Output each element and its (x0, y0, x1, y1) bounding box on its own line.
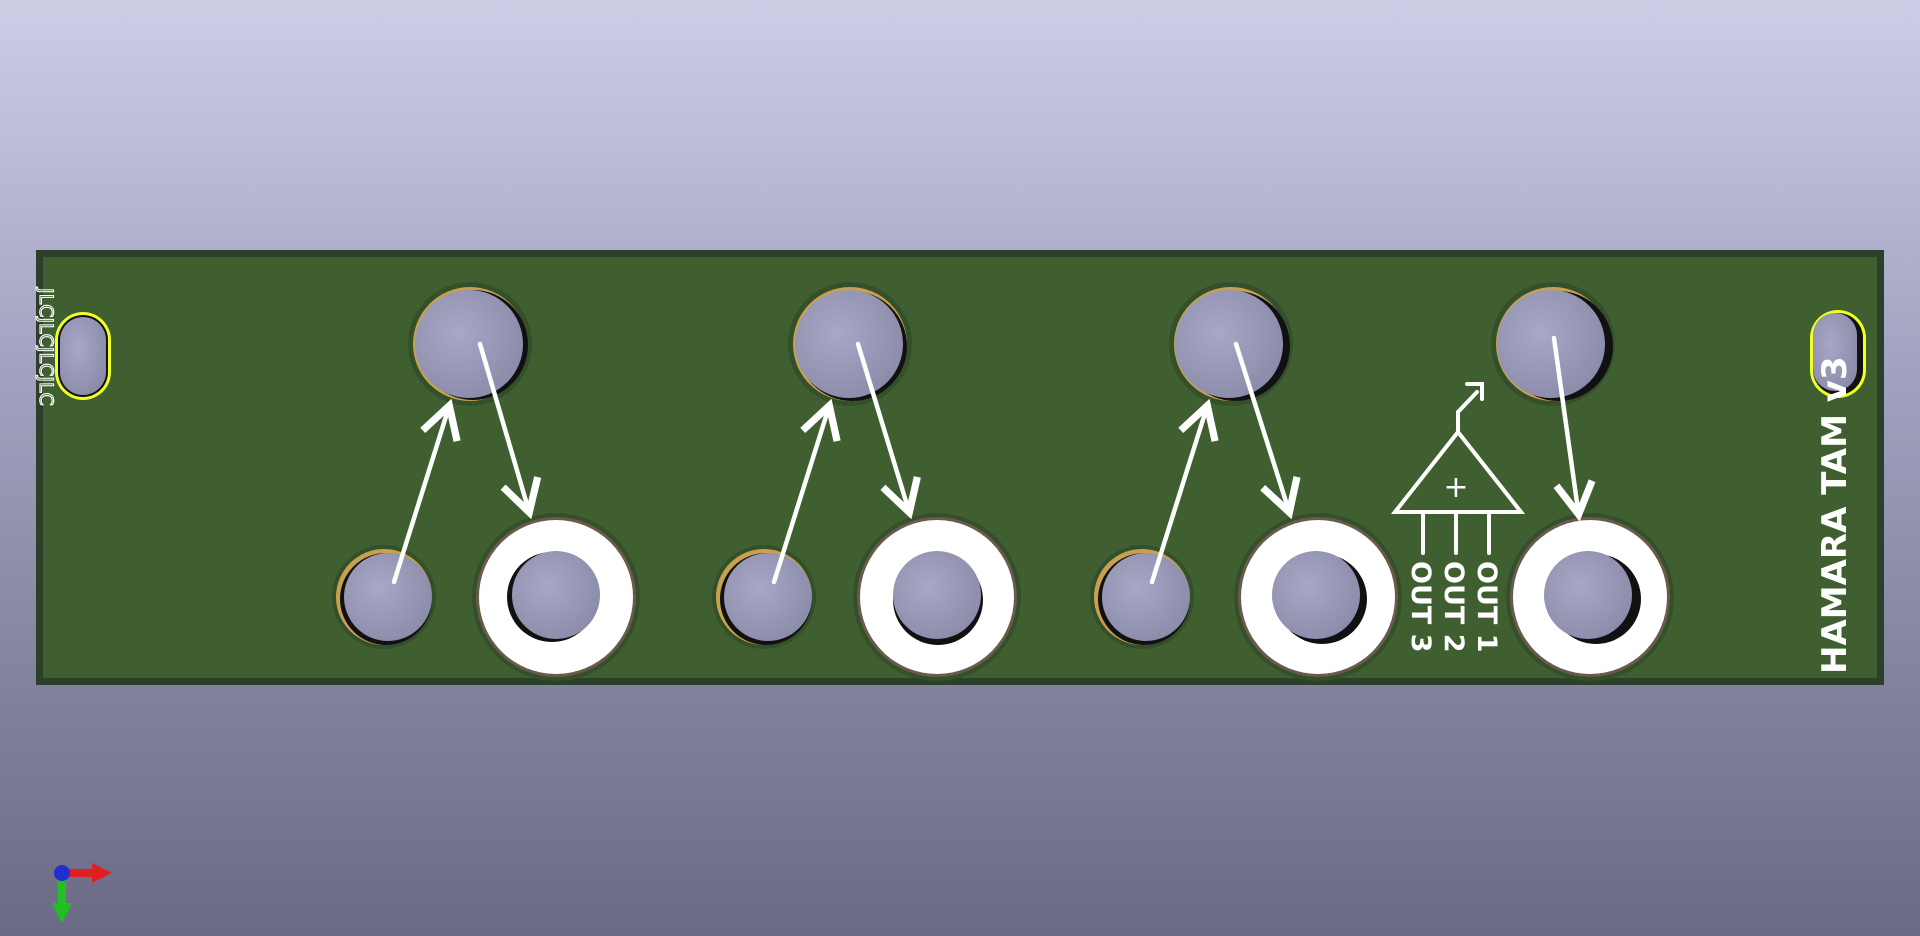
y-axis-arrow (52, 873, 72, 923)
jack-pad (1234, 513, 1402, 681)
axis-gizmo[interactable] (52, 863, 112, 923)
mounting-slot-left (55, 312, 111, 400)
pot-hole (1169, 282, 1293, 406)
led-hole (712, 545, 816, 649)
out-label-3: OUT 3 (1405, 561, 1436, 652)
mounting-slot-right (1810, 310, 1866, 398)
signal-arrows (391, 335, 1596, 585)
out-label-2: OUT 2 (1438, 561, 1469, 652)
pot-hole (788, 282, 912, 406)
led-hole (332, 545, 436, 649)
pot-hole (408, 282, 532, 406)
arrow-down-4 (1551, 335, 1596, 522)
opamp-symbol (1390, 382, 1526, 555)
jack-pad (472, 513, 640, 681)
arrow-down-3 (1233, 341, 1301, 520)
arrow-down-2 (855, 341, 921, 520)
opamp-plus-sign: + (1443, 470, 1468, 505)
led-hole (1090, 545, 1194, 649)
arrow-up-3 (1149, 398, 1219, 585)
board-title: HAMARA TAM v3 (1815, 356, 1855, 674)
z-axis-dot (54, 865, 70, 881)
arrow-up-1 (391, 398, 461, 585)
arrow-up-2 (771, 398, 841, 585)
arrow-down-1 (477, 341, 542, 520)
fab-code-text: JLCJLCJLCJLC (35, 287, 57, 406)
x-axis-arrow (62, 863, 112, 883)
jack-pad (1506, 513, 1674, 681)
out-label-1: OUT 1 (1471, 561, 1502, 652)
jack-pad (853, 513, 1021, 681)
